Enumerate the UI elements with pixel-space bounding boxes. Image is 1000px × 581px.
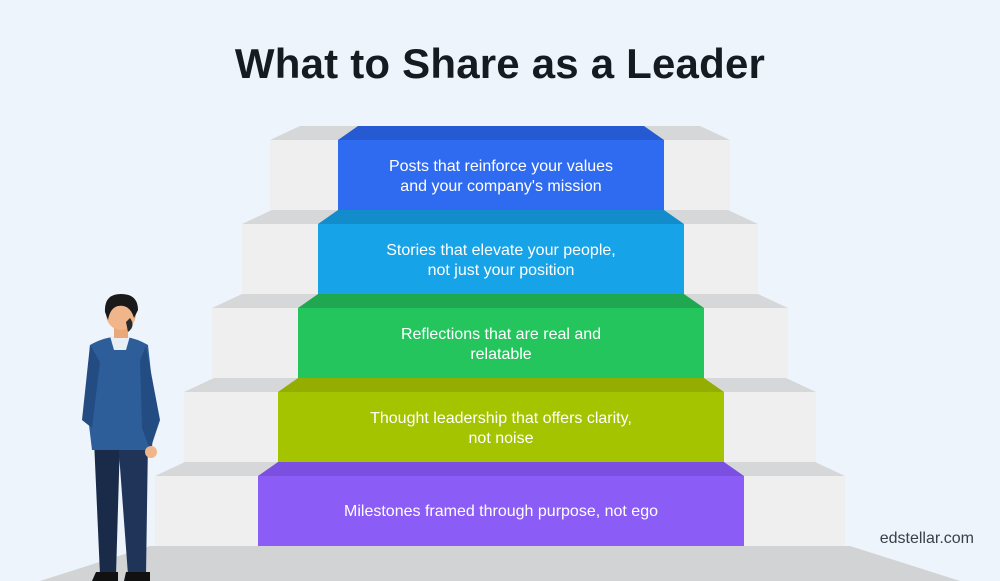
step-4-band	[278, 392, 724, 462]
step-4-label: Thought leadership that offers clarity, …	[370, 410, 632, 447]
step-1	[270, 126, 730, 210]
step-5	[155, 462, 845, 546]
step-2-band	[318, 224, 684, 294]
brand-watermark: edstellar.com	[879, 530, 974, 547]
step-3-label: Reflections that are real and relatable	[400, 326, 602, 363]
step-3	[212, 294, 788, 378]
businessman-figure-icon	[82, 294, 160, 581]
step-2	[242, 210, 758, 294]
step-2-label: Stories that elevate your people, not ju…	[386, 242, 616, 279]
step-4	[184, 378, 816, 462]
step-1-label: Posts that reinforce your values and you…	[388, 158, 614, 195]
step-5-band	[258, 476, 744, 546]
step-5-label: Milestones framed through purpose, not e…	[344, 503, 658, 520]
step-1-band	[338, 140, 664, 210]
step-3-band	[298, 308, 704, 378]
page-title: What to Share as a Leader	[234, 40, 766, 87]
